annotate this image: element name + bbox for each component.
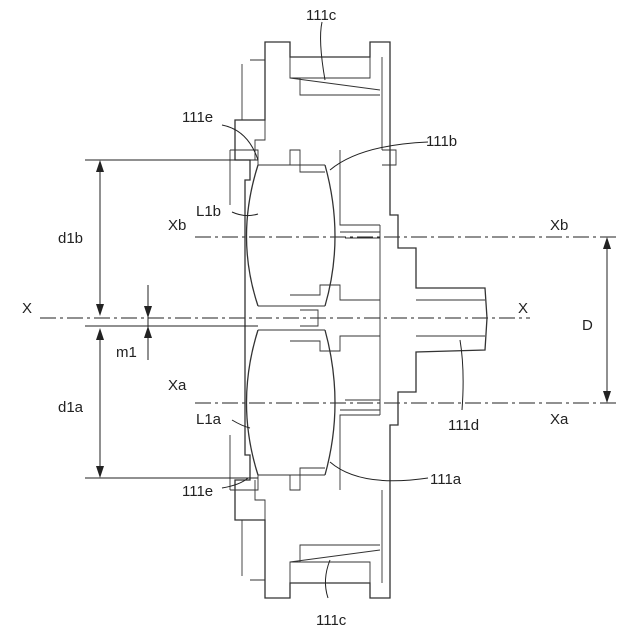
label-111c-top: 111c xyxy=(306,7,337,24)
label-111c-bottom: 111c xyxy=(316,612,347,629)
label-111d: 111d xyxy=(448,417,479,434)
leader-111a xyxy=(330,462,428,481)
dim-d1a-arrow-top xyxy=(96,328,104,340)
leader-111c-bottom xyxy=(325,560,330,598)
label-m1: m1 xyxy=(116,344,137,361)
label-d: D xyxy=(582,317,593,334)
dim-d1b-arrow-bottom xyxy=(96,304,104,316)
label-111e-bottom: 111e xyxy=(182,483,213,500)
lens-l1b xyxy=(230,150,335,306)
label-d1b: d1b xyxy=(58,230,83,247)
dim-d1a-arrow-bottom xyxy=(96,466,104,478)
leader-111e-top xyxy=(222,125,258,160)
label-l1a: L1a xyxy=(196,411,222,428)
label-111a: 111a xyxy=(430,471,462,488)
lens-l1a xyxy=(230,330,335,490)
label-l1b: L1b xyxy=(196,203,221,220)
housing-body xyxy=(235,42,487,598)
label-111b: 111b xyxy=(426,133,457,150)
label-xb-left: Xb xyxy=(168,217,186,234)
label-xa-right: Xa xyxy=(550,411,569,428)
dim-m1-arrow-bottom xyxy=(144,326,152,338)
dim-m1-arrow-top xyxy=(144,306,152,318)
label-xa-left: Xa xyxy=(168,377,187,394)
label-d1a: d1a xyxy=(58,399,84,416)
label-x-left: X xyxy=(22,300,32,317)
dim-d1b-arrow-top xyxy=(96,160,104,172)
label-111e-top: 111e xyxy=(182,109,213,126)
label-x-right: X xyxy=(518,300,528,317)
leader-111c-top xyxy=(321,22,325,80)
dim-d-arrow-bottom xyxy=(603,391,611,403)
label-xb-right: Xb xyxy=(550,217,568,234)
dim-d-arrow-top xyxy=(603,237,611,249)
leader-111b xyxy=(330,142,428,170)
